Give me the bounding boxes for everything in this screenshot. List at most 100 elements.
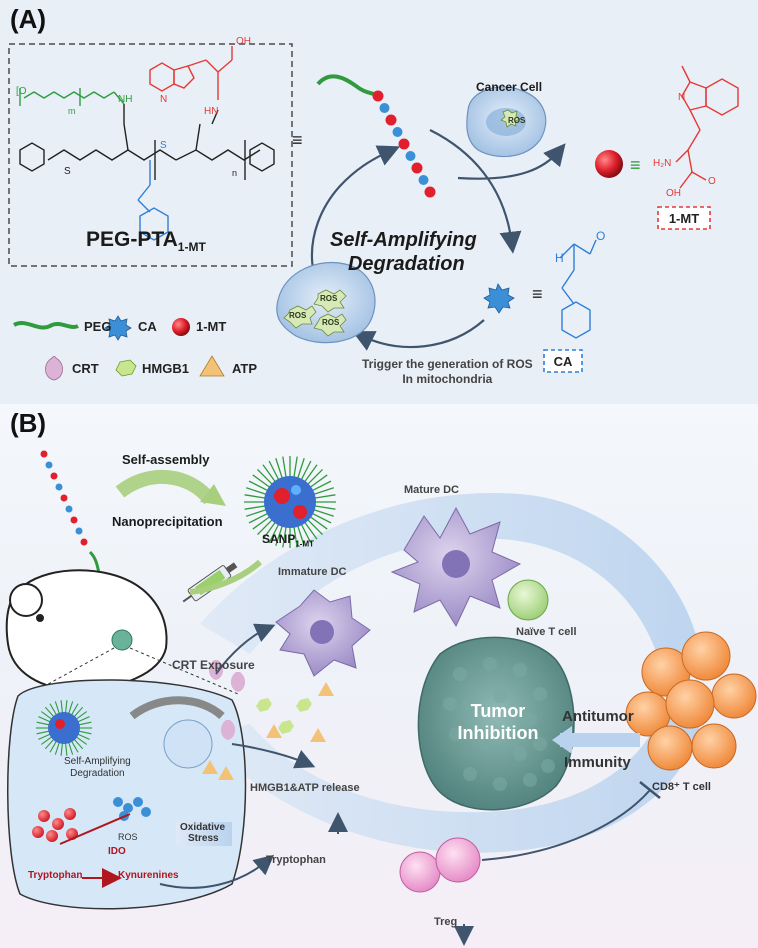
chem-n: n (232, 168, 237, 178)
chem-s-blue: S (160, 140, 167, 151)
self-assembly-arrow-head (200, 484, 226, 506)
zoom-line-right (129, 647, 239, 695)
chain-bead (392, 127, 403, 137)
mitochondria (129, 696, 225, 720)
mt-box-label: 1-MT (669, 211, 699, 226)
cycle-arrow-right (429, 129, 522, 254)
cell-np-spike (49, 739, 58, 753)
treg-cell-2 (435, 837, 481, 883)
ros-2: ROS (289, 311, 307, 320)
sanp-spike (296, 524, 305, 546)
mouse-tumor-icon (111, 629, 133, 651)
sanp-spike (244, 505, 267, 510)
legend-hmgb1-label: HMGB1 (142, 361, 189, 376)
mature-dc (390, 506, 522, 628)
polymer-structure-box (8, 43, 293, 267)
sanp-spike (268, 460, 280, 481)
legend-hmgb1-icon (115, 359, 137, 377)
sanp-spike (312, 487, 334, 496)
ido-label: IDO (108, 846, 126, 857)
cell-np-spike (76, 716, 90, 723)
panel-b-drawing (5, 450, 757, 946)
tumor-bump (443, 697, 457, 711)
small-chain-bead (45, 461, 53, 469)
panel-a: (A) (0, 0, 758, 404)
flow-band-bottom (200, 716, 700, 853)
hmgb1-arrow (231, 743, 316, 769)
mouse-illustration (5, 569, 168, 692)
treg-inhibit-bar (639, 781, 661, 799)
mt-ball (595, 150, 623, 178)
sanp-spike (306, 518, 323, 535)
self-assembly-arrow (115, 469, 216, 505)
tumor-inhibition-label: Tumor Inhibition (438, 700, 558, 744)
oxidative-line2: Stress (188, 833, 219, 844)
cell-ros-label: ROS (118, 832, 138, 842)
chain-bead (372, 90, 384, 102)
legend-peg-icon (12, 321, 79, 330)
legend-crt-icon (45, 356, 63, 381)
sanp-spike (248, 512, 269, 524)
cell-np-spike (41, 735, 53, 745)
chem-s: S (64, 166, 71, 177)
cancer-cell (466, 86, 547, 158)
small-chain-bead (70, 516, 78, 524)
cell-self-amp-line2: Degradation (70, 768, 125, 779)
trigger-line2: In mitochondria (402, 372, 493, 386)
legend-mt-icon (172, 318, 190, 336)
cell-self-amp-label: Self-Amplifying Degradation (64, 756, 131, 780)
legend-atp-icon (199, 355, 225, 377)
sanp-spike (257, 518, 274, 535)
sanp-spike (268, 523, 280, 544)
crt-arrow (215, 623, 276, 675)
sanp-spike (282, 456, 287, 479)
polymer-chain (316, 74, 436, 198)
sanp-spike (309, 515, 328, 530)
mt-oh: OH (666, 188, 681, 199)
tumor-bump (453, 667, 467, 681)
panel-b: (B) (0, 404, 758, 948)
cell-np-spike (44, 706, 56, 718)
polymer-name-main: PEG-PTA (86, 228, 178, 251)
mt-n: N (678, 92, 685, 103)
cd8-t-cells (625, 631, 757, 771)
ca-structure (559, 239, 597, 339)
damp-particles (202, 660, 334, 780)
treg-cell-1 (399, 851, 441, 893)
tumor-bump (523, 713, 537, 727)
ros-3: ROS (322, 318, 340, 327)
ca-molecules (113, 797, 151, 821)
sanp-spike (313, 505, 336, 510)
small-chain-bead (60, 494, 68, 502)
legend-peg-label: PEG (84, 319, 112, 334)
tumor-bump (533, 687, 547, 701)
oxidative-line1: Oxidative (180, 822, 226, 833)
cell-np-spike (70, 739, 79, 753)
organelle (163, 719, 213, 769)
sanp-spike (311, 480, 332, 492)
tumor-line1: Tumor (470, 701, 526, 721)
cell-np-spike (67, 701, 74, 715)
cell-np-spike (70, 703, 79, 717)
immunity-label: Immunity (564, 754, 631, 771)
antitumor-label: Antitumor (562, 708, 634, 725)
trigger-line1: Trigger the generation of ROS (362, 357, 533, 371)
ca-box-label: CA (554, 354, 573, 369)
immature-dc (275, 589, 371, 677)
sanp-spike (303, 521, 318, 540)
tumor-bump (449, 727, 463, 741)
sanp-spike (257, 469, 274, 486)
sanp-spike (246, 508, 268, 517)
legend-crt-label: CRT (72, 361, 99, 376)
cell-np-spike (75, 735, 87, 745)
cycle-arrow-bottom (352, 319, 485, 351)
cell-np-spike (64, 700, 68, 715)
tumor-bump (493, 689, 507, 703)
equiv-mt: ≡ (630, 155, 641, 175)
treg-inhibit-line (481, 789, 651, 861)
antitumor-arrow-head (552, 726, 572, 754)
chain-bead (398, 138, 410, 150)
oxidative-bar (176, 822, 232, 846)
sanp-spike (309, 474, 328, 489)
